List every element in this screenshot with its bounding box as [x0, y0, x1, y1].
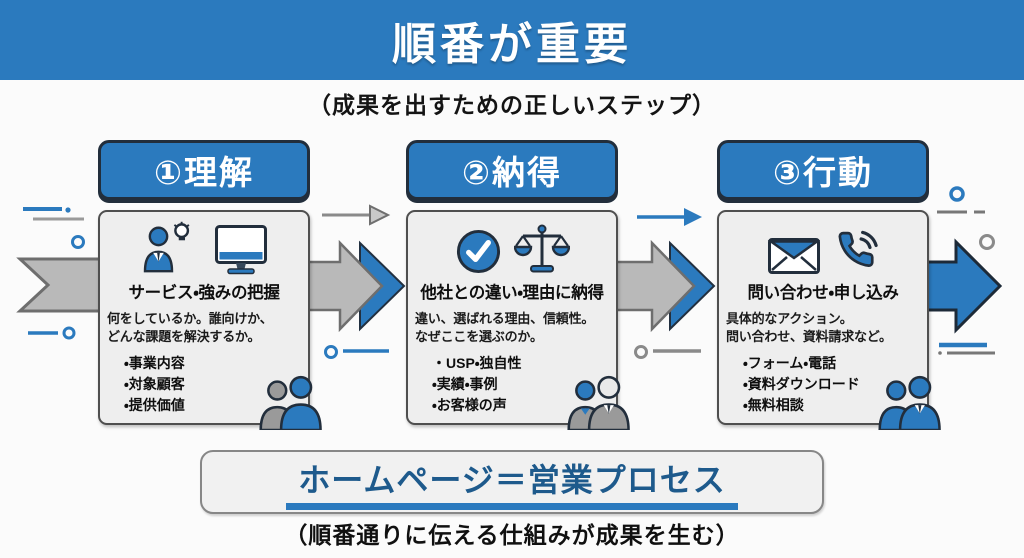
- step-1-desc: 何をしているか。誰向けか、 どんな課題を解決するか。: [107, 311, 273, 345]
- step-2-body: 他社との違い・理由に納得 違い、選ばれる理由、信頼性。 なぜここを選ぶのか。 ・…: [406, 210, 630, 430]
- step-1-title: サービス・強みの把握: [128, 284, 280, 302]
- people-icon: [567, 375, 630, 430]
- bullet-item: ・USP・独自性: [432, 354, 522, 371]
- phone-icon: [838, 230, 878, 267]
- step-2-badge: ②納得: [406, 140, 618, 200]
- bullet-item: ・無料相談: [743, 396, 804, 413]
- thin-arrow-gray-icon: [322, 204, 391, 226]
- ribbon-left-icon: [16, 257, 102, 313]
- step-2-bullets: ・USP・独自性 ・実績・事例 ・お客様の声: [432, 353, 616, 416]
- step-3-badge: ③行動: [717, 140, 929, 200]
- page-subtitle: （成果を出すための正しいステップ）: [308, 92, 716, 118]
- accent-marks-mid1-icon: [324, 345, 389, 359]
- step-card-3: ③行動 問い合わせ・申し込み 具体的なアクション。 問い合わせ、資料請求など。: [717, 140, 941, 430]
- people-icon: [259, 375, 322, 430]
- step-3-body: 問い合わせ・申し込み 具体的なアクション。 問い合わせ、資料請求など。 ・フォー…: [717, 210, 941, 430]
- step-card-2: ②納得 他社と: [406, 140, 630, 430]
- step-1-body: サービス・強みの把握 何をしているか。誰向けか、 どんな課題を解決するか。 ・事…: [98, 210, 322, 430]
- bullet-item: ・対象顧客: [124, 375, 185, 392]
- footer-summary-box: ホームページ＝営業プロセス: [200, 450, 824, 514]
- accent-marks-left-icon: [23, 207, 85, 340]
- footer-summary-text: ホームページ＝営業プロセス: [286, 455, 738, 510]
- bullet-item: ・事業内容: [124, 354, 185, 371]
- page-title: 順番が重要: [392, 20, 632, 69]
- bullet-item: ・フォーム・電話: [743, 354, 837, 371]
- flow-arrow-final-blue-icon: [922, 238, 1003, 334]
- title-banner: 順番が重要: [0, 0, 1024, 80]
- footer-caption: （順番通りに伝える仕組みが成果を生む）: [284, 522, 740, 548]
- step-3-title: 問い合わせ・申し込み: [747, 284, 899, 302]
- check-circle-icon: [456, 229, 500, 274]
- bullet-item: ・提供価値: [124, 396, 185, 413]
- step-3-desc: 具体的なアクション。 問い合わせ、資料請求など。: [726, 311, 892, 345]
- step-card-1: ①理解: [98, 140, 322, 430]
- accent-marks-right-icon: [937, 186, 995, 355]
- monitor-icon: [215, 225, 267, 275]
- bullet-item: ・実績・事例: [432, 375, 498, 392]
- bullet-item: ・資料ダウンロード: [743, 375, 860, 392]
- envelope-icon: [768, 238, 820, 274]
- scales-icon: [513, 224, 570, 273]
- step-3-bullets: ・フォーム・電話 ・資料ダウンロード ・無料相談: [743, 353, 927, 416]
- businessman-idea-icon: [143, 221, 190, 273]
- accent-marks-mid2-icon: [634, 345, 701, 359]
- step-2-title: 他社との違い・理由に納得: [420, 284, 604, 302]
- step-1-badge: ①理解: [98, 140, 310, 200]
- thin-arrow-blue-icon: [637, 208, 702, 226]
- bullet-item: ・お客様の声: [432, 396, 507, 413]
- step-1-bullets: ・事業内容 ・対象顧客 ・提供価値: [124, 353, 308, 416]
- people-icon: [878, 375, 941, 430]
- step-2-desc: 違い、選ばれる理由、信頼性。 なぜここを選ぶのか。: [415, 311, 595, 345]
